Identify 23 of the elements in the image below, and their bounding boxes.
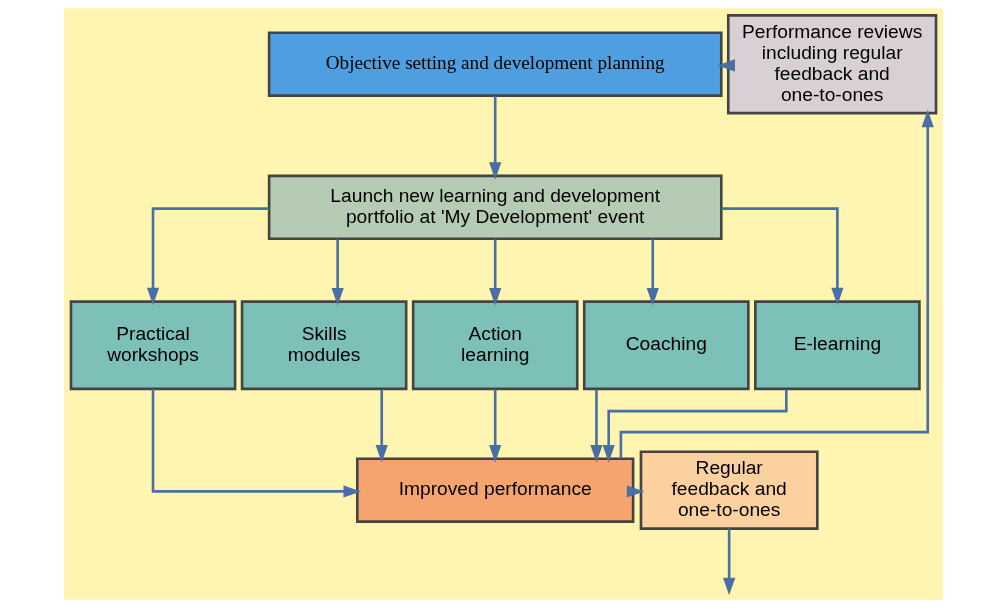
node-box: Action learning	[411, 300, 579, 391]
arrow	[602, 389, 788, 463]
arrow	[716, 59, 735, 72]
arrow	[619, 109, 934, 459]
arrow	[721, 207, 843, 306]
node-box: E-learning	[753, 300, 921, 391]
node-box: Launch new learning and development portfolio at 'My Development' event	[267, 174, 723, 241]
arrow	[488, 239, 501, 306]
arrow	[151, 389, 361, 498]
node-box: Objective setting and development planning	[267, 31, 723, 97]
arrow	[589, 389, 603, 463]
arrow	[146, 207, 269, 306]
arrow	[488, 95, 501, 180]
node-box: Regular feedback and one-to-ones	[639, 450, 819, 530]
arrow	[646, 239, 659, 306]
arrow	[375, 389, 388, 463]
node-box: Coaching	[582, 300, 750, 391]
node-box: Skills modules	[240, 300, 407, 391]
arrow	[331, 239, 344, 306]
arrow	[626, 485, 644, 498]
arrow	[488, 389, 501, 463]
arrow	[722, 528, 735, 596]
node-box: Practical workshops	[69, 300, 236, 391]
